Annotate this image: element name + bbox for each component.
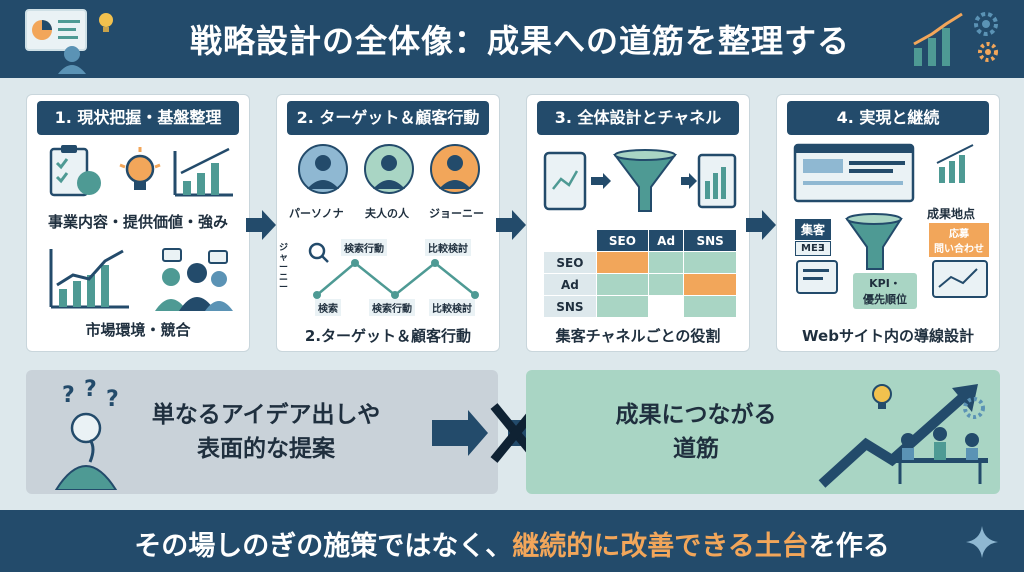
persona-avatars-icon	[298, 144, 480, 194]
journey-label-3: 検索	[315, 299, 341, 316]
arrow-right-icon	[246, 210, 276, 240]
card-label-website: Webサイト内の導線設計	[802, 327, 974, 345]
footer-banner: その場しのぎの施策ではなく、継続的に改善できる土台を作る	[0, 510, 1024, 572]
bar-chart-icon	[173, 147, 233, 197]
arrow-right-icon	[496, 210, 526, 240]
footer-text-end: を作る	[808, 531, 890, 562]
lightbulb-icon	[119, 147, 161, 190]
table-col-header: SNS	[683, 229, 737, 252]
arrow-right-icon	[746, 210, 776, 240]
panel-path-to-results: 成果につながる 道筋	[526, 370, 1000, 494]
path-text-line1: 成果につながる	[615, 402, 777, 428]
website-flow-icon	[793, 143, 988, 298]
table-col-header: SEO	[595, 229, 650, 252]
svg-text:?: ?	[106, 387, 119, 412]
header-banner: 戦略設計の全体像：成果への道筋を整理する	[0, 0, 1024, 78]
table-header-row: SEO Ad SNS	[543, 229, 737, 252]
svg-text:?: ?	[62, 383, 75, 408]
svg-text:?: ?	[84, 378, 97, 402]
footer-text-accent: 継続的に改善できる土台	[512, 531, 809, 562]
card-target: 2. ターゲット＆顧客行動 パーソノナ 夫人の人 ジョーニー ジャーニー 検索行…	[276, 94, 500, 352]
card-label-channel: 集客チャネルごとの役割	[555, 327, 721, 345]
channel-role-table: SEO Ad SNS SEO Ad SNS	[543, 229, 737, 318]
team-growth-icon	[818, 384, 988, 488]
dashboard-person-icon	[25, 9, 113, 74]
journey-axis-label: ジャーニー	[279, 243, 289, 293]
table-row-header: SNS	[543, 295, 597, 318]
card-current-state: 1. 現状把握・基盤整理 事業内容・提供価値・強み	[26, 94, 250, 352]
journey-label-5: 比較検討	[429, 299, 475, 316]
idea-only-text-line2: 表面的な提案	[197, 436, 335, 462]
journey-map-icon	[308, 242, 479, 299]
card-implementation: 4. 実現と継続 集客 MEƎ 成果地点 応募 問い合わせ KPI・ 優先順位 …	[776, 94, 1000, 352]
goal-sub-label: 応募 問い合わせ	[929, 223, 989, 257]
checklist-icon	[49, 145, 101, 197]
sparkle-icon	[966, 526, 998, 558]
persona-label-2: 夫人の人	[365, 207, 409, 220]
kpi-priority-label: KPI・ 優先順位	[853, 273, 917, 309]
persona-label-3: ジョーニー	[429, 207, 484, 220]
competitors-icon	[155, 248, 233, 311]
growth-chart-gears-icon	[913, 12, 998, 66]
idea-only-text-line1: 単なるアイデア出しや	[151, 402, 381, 428]
table-col-header: Ad	[648, 229, 685, 252]
card-title: 3. 全体設計とチャネル	[537, 101, 739, 135]
thinking-person-icon: ? ? ?	[54, 378, 119, 490]
card-label-market: 市場環境・競合	[85, 321, 191, 339]
card-title: 1. 現状把握・基盤整理	[37, 101, 239, 135]
card-title: 4. 実現と継続	[787, 101, 989, 135]
table-row: Ad	[543, 273, 737, 296]
panel-idea-only: ? ? ? 単なるアイデア出しや 表面的な提案	[26, 370, 498, 494]
funnel-label-sub: MEƎ	[795, 241, 831, 256]
card-overall-design: 3. 全体設計とチャネル SEO Ad SNS SEO Ad	[526, 94, 750, 352]
journey-label-1: 検索行動	[341, 239, 387, 256]
table-row: SNS	[543, 295, 737, 318]
funnel-label-acquisition: 集客	[795, 219, 832, 240]
card-title: 2. ターゲット＆顧客行動	[287, 101, 489, 135]
line-chart-icon	[49, 249, 129, 309]
table-row: SEO	[543, 251, 737, 274]
journey-label-2: 比較検討	[425, 239, 471, 256]
funnel-flow-icon	[543, 149, 737, 212]
card-label-target: 2.ターゲット＆顧客行動	[304, 327, 472, 345]
path-text-line2: 道筋	[673, 436, 719, 462]
page-title: 戦略設計の全体像：成果への道筋を整理する	[189, 22, 850, 60]
goal-label: 成果地点	[927, 207, 976, 221]
table-row-header: Ad	[543, 273, 597, 296]
persona-label-1: パーソノナ	[289, 207, 344, 220]
footer-message: その場しのぎの施策ではなく、継続的に改善できる土台を作る	[0, 524, 1024, 563]
footer-text-start: その場しのぎの施策ではなく、	[134, 531, 513, 562]
journey-label-4: 検索行動	[369, 299, 415, 316]
card-label-business: 事業内容・提供価値・強み	[47, 213, 228, 231]
table-row-header: SEO	[543, 251, 597, 274]
